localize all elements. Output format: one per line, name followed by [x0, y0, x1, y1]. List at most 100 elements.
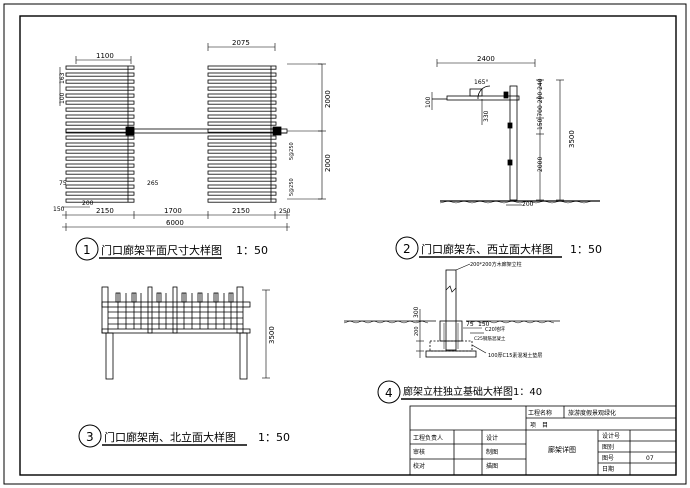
dim-col-upper: 5@250: [289, 142, 295, 160]
plan-slat-right: [207, 114, 277, 119]
tb-design-no-label: 设计号: [602, 432, 620, 440]
view-1-scale: 1：50: [236, 244, 268, 257]
plan-slat-right: [207, 128, 277, 133]
tb-cat-label: 图别: [602, 443, 614, 451]
ns-rafter-end: [181, 292, 187, 303]
ns-rafter-end: [228, 292, 234, 303]
dim-col-lower: 5@250: [289, 178, 295, 196]
view-title-4: 4 廊架立柱独立基础大样图 1：40: [377, 380, 542, 404]
plan-slat-right: [207, 177, 277, 182]
view-2-title: 门口廊架东、西立面大样图: [421, 242, 553, 256]
plan-slat-right: [207, 107, 277, 112]
plan-slat-right: [207, 93, 277, 98]
dim-ew-200: 200: [522, 201, 534, 208]
plan-slat-left: [65, 65, 135, 70]
dim-ew-100: 100: [425, 96, 432, 108]
view-2-scale: 1：50: [570, 243, 602, 256]
plan-slat-left: [65, 79, 135, 84]
dim-f-200: 200: [414, 326, 420, 336]
plan-slat-left: [65, 156, 135, 161]
tb-no-label: 图号: [602, 455, 614, 462]
dim-163: 163: [59, 72, 66, 84]
plan-slat-left: [65, 128, 135, 133]
dim-2075: 2075: [232, 39, 250, 47]
plan-slat-left: [65, 121, 135, 126]
plan-view: [65, 65, 288, 203]
plan-slat-right: [207, 156, 277, 161]
dim-f-150: 150: [478, 321, 490, 328]
dim-2000-lower: 2000: [324, 154, 332, 172]
ns-elevation: [101, 286, 251, 380]
plan-post: [125, 126, 135, 136]
plan-slat-left: [65, 184, 135, 189]
plan-slat-left: [65, 72, 135, 77]
plan-slat-left: [65, 114, 135, 119]
plan-slat-right: [207, 149, 277, 154]
foundation-dimensions: [416, 263, 487, 358]
tb-review-label: 审核: [413, 448, 425, 456]
plan-slat-right: [207, 135, 277, 140]
dim-6000: 6000: [166, 219, 184, 227]
tb-owner-label: 工程负责人: [413, 434, 443, 442]
plan-slat-right: [207, 142, 277, 147]
tb-date-label: 日期: [602, 465, 614, 473]
dim-250: 250: [279, 208, 291, 215]
plan-slat-right: [207, 79, 277, 84]
tb-drawing-name: 廊架详图: [548, 445, 576, 454]
plan-dimensions: [59, 43, 326, 231]
view-title-2: 2 门口廊架东、西立面大样图 1：50: [395, 236, 602, 260]
view-1-title: 门口廊架平面尺寸大样图: [101, 243, 222, 257]
tb-project-label: 工程名称: [528, 409, 552, 417]
ns-rafter-end: [213, 292, 219, 303]
dim-ew-2000: 2000: [537, 157, 544, 172]
ns-rafter-end: [131, 292, 137, 303]
tb-project-value: 旅游度假景观绿化: [568, 409, 616, 417]
plan-slat-left: [65, 149, 135, 154]
note-c15: 100厚C15素混凝土垫层: [488, 352, 542, 359]
ew-dimensions: [431, 59, 564, 206]
plan-post: [272, 126, 282, 136]
angle-165: 165°: [474, 79, 488, 86]
note-c25: C25钢筋混凝土: [474, 335, 506, 342]
view-4-title: 廊架立柱独立基础大样图: [403, 385, 513, 398]
plan-slat-left: [65, 107, 135, 112]
tb-draw-label: 制图: [486, 448, 498, 456]
dim-2150-left: 2150: [96, 207, 114, 215]
inner-border: [19, 15, 677, 476]
dim-f-300: 300: [413, 306, 420, 318]
view-title-1: 1 门口廊架平面尺寸大样图 1：50: [75, 237, 268, 261]
view-4-number: 4: [385, 386, 393, 400]
plan-slat-left: [65, 163, 135, 168]
plan-slat-left: [65, 100, 135, 105]
plan-slat-left: [65, 198, 135, 203]
plan-slat-left: [65, 135, 135, 140]
tb-design-label: 设计: [486, 434, 498, 442]
view-3-number: 3: [86, 430, 94, 444]
dim-100: 100: [59, 92, 66, 104]
plan-slat-right: [207, 72, 277, 77]
plan-slat-left: [65, 170, 135, 175]
plan-slat-right: [207, 86, 277, 91]
plan-slat-right: [207, 163, 277, 168]
view-title-3: 3 门口廊架南、北立面大样图 1：50: [78, 424, 290, 448]
plan-slat-right: [207, 198, 277, 203]
ns-rafter-end: [115, 292, 121, 303]
plan-slat-right: [207, 191, 277, 196]
tb-trace-label: 描图: [486, 462, 498, 470]
plan-slat-left: [65, 191, 135, 196]
ew-elevation: [432, 85, 600, 204]
dim-ns-3500: 3500: [268, 326, 276, 344]
dim-2150-right: 2150: [232, 207, 250, 215]
tb-no-value: 07: [646, 455, 654, 462]
tb-item-label: 项 目: [530, 422, 548, 429]
note-post: 200*200方木廊架立柱: [470, 261, 522, 268]
dim-f-75: 75: [466, 321, 474, 328]
view-3-scale: 1：50: [258, 431, 290, 444]
plan-slat-right: [207, 121, 277, 126]
plan-slat-right: [207, 184, 277, 189]
view-1-number: 1: [83, 243, 91, 257]
ns-rafter-end: [197, 292, 203, 303]
outer-border: [3, 3, 687, 485]
